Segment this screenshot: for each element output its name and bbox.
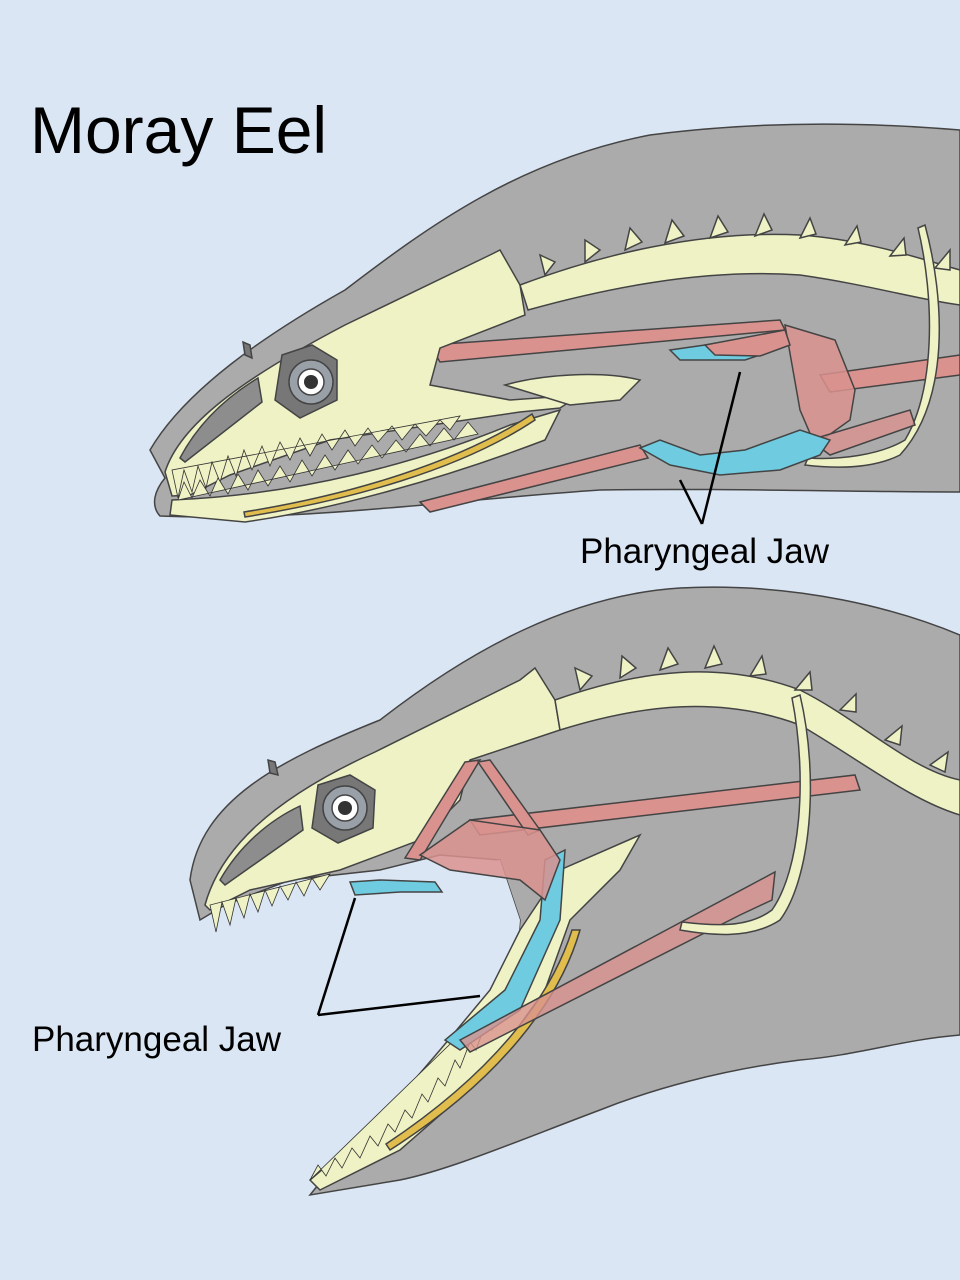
eye-pupil xyxy=(304,375,318,389)
spine-bottom xyxy=(554,671,960,816)
skull xyxy=(164,249,581,497)
pointer-top-upper xyxy=(700,371,742,525)
pharyngeal-muscle-2 xyxy=(418,819,561,902)
pharyngeal-jaw-detached xyxy=(348,879,444,896)
pectoral-rib-2 xyxy=(679,693,812,936)
pointer-bottom-lower xyxy=(317,994,481,1017)
upper-teeth xyxy=(171,415,461,499)
pharyngeal-muscle-top xyxy=(784,323,856,447)
label-pharyngeal-jaw-bottom: Pharyngeal Jaw xyxy=(32,1020,282,1059)
pointer-lines xyxy=(316,371,742,1017)
gill-bone xyxy=(502,373,642,406)
top-fin-bump xyxy=(242,340,253,360)
pharyngeal-muscle-3 xyxy=(458,870,776,1053)
muscle-lower xyxy=(418,444,650,513)
pharyngeal-jaw-upper-muscle xyxy=(703,329,791,357)
eel-closed-mouth xyxy=(149,123,960,523)
top-fin-bump-2 xyxy=(267,758,280,777)
diagram-title: Moray Eel xyxy=(30,93,328,167)
pointer-bottom-upper xyxy=(316,897,357,1016)
pointer-top-lower xyxy=(678,479,704,525)
lower-jaw xyxy=(169,408,562,523)
vertebrae-spines-top xyxy=(538,212,951,277)
jaw-ligament xyxy=(243,412,536,518)
vertebrae-spines-bottom xyxy=(573,644,950,774)
eye-pupil-2 xyxy=(338,801,352,815)
label-pharyngeal-jaw-top: Pharyngeal Jaw xyxy=(580,532,830,571)
skull-2 xyxy=(204,666,561,911)
lower-teeth xyxy=(177,421,479,501)
spine-top xyxy=(519,233,960,311)
upper-teeth-2 xyxy=(209,873,331,933)
eel-open-mouth xyxy=(189,586,960,1197)
skull-opening-2 xyxy=(219,804,304,886)
muscle-strut-1 xyxy=(403,759,482,861)
skull-opening xyxy=(179,376,263,463)
pharyngeal-jaw-lower xyxy=(638,429,832,476)
